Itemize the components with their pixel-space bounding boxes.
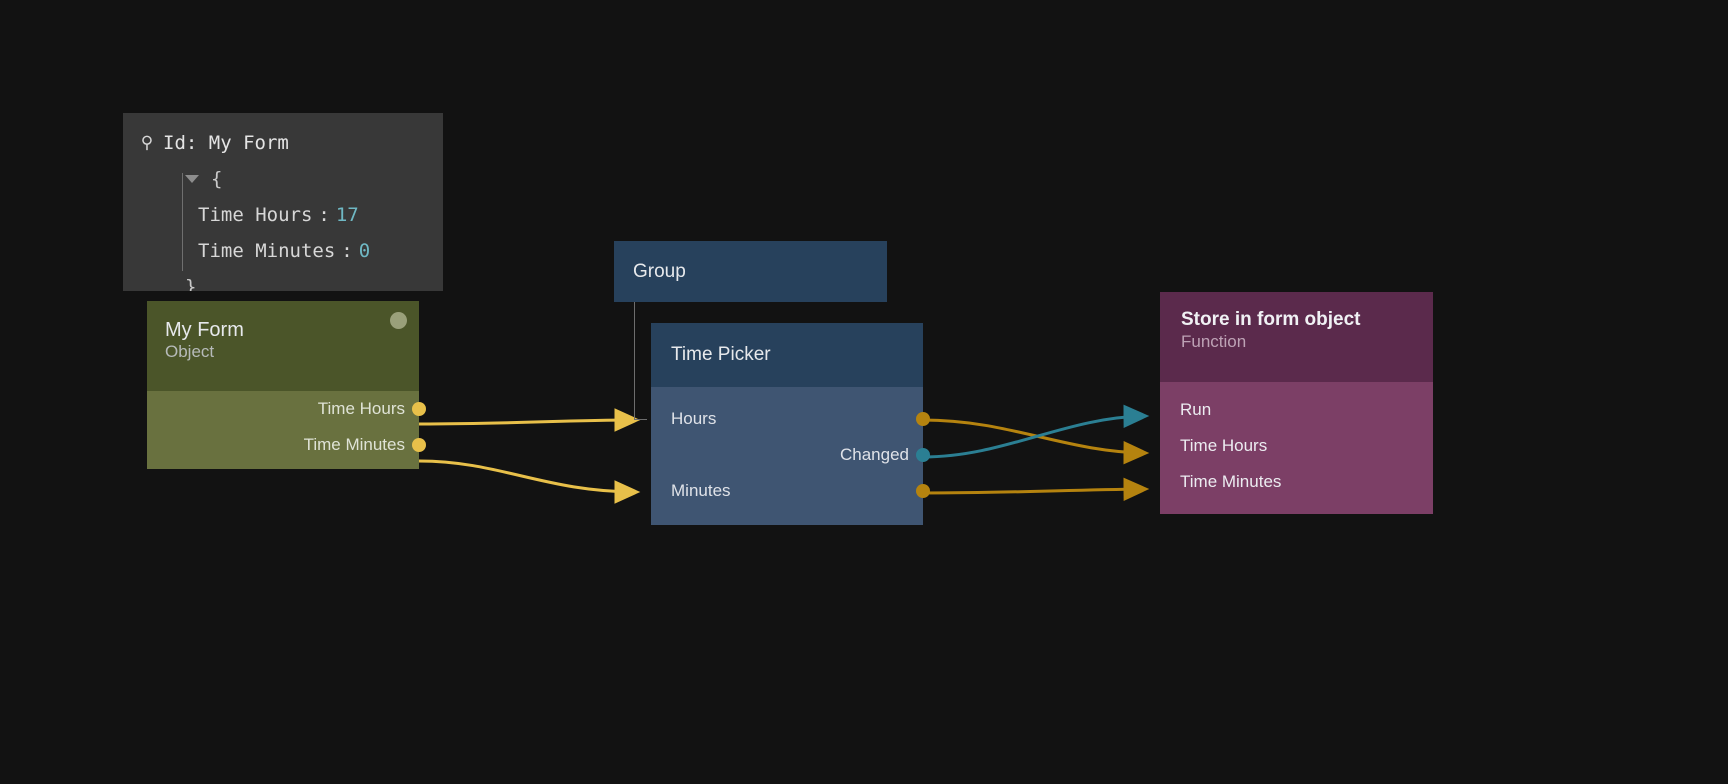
edge-minutesout-to-storetimeminutes — [922, 477, 1150, 501]
tree-guide-line — [182, 173, 183, 271]
node-group-title: Group — [633, 260, 686, 282]
inspector-id-label: Id: My Form — [163, 132, 289, 154]
output-port-row-time-hours[interactable]: Time Hours — [147, 391, 426, 427]
inspector-close-brace-line: } — [123, 269, 443, 291]
chevron-down-icon[interactable] — [185, 175, 199, 183]
node-store-title: Store in form object — [1181, 309, 1361, 330]
input-port-row-time-hours[interactable]: Time Hours — [1160, 428, 1433, 464]
inspector-open-brace-line[interactable]: { — [123, 161, 443, 197]
edge-timeminutes-to-minutes — [418, 459, 641, 504]
inspector-entry-row: Time Hours : 17 — [123, 197, 443, 233]
status-indicator-dot[interactable] — [390, 312, 407, 329]
inspector-entry-key: Time Minutes — [198, 240, 336, 262]
node-store-body: Run Time Hours Time Minutes — [1160, 382, 1433, 514]
inspector-close-brace: } — [185, 276, 197, 291]
output-port-label: Changed — [839, 445, 909, 464]
node-time-picker-body: Hours Changed Minutes — [651, 387, 930, 525]
node-time-picker-header[interactable]: Time Picker — [651, 323, 923, 387]
group-connector-stem — [634, 302, 635, 420]
inspector-entry-value: 0 — [358, 240, 371, 262]
node-time-picker[interactable]: Time Picker Hours Changed Minutes — [651, 323, 930, 525]
input-port-label: Time Minutes — [1180, 472, 1282, 491]
output-port-row-time-minutes[interactable]: Time Minutes — [147, 427, 426, 463]
node-my-form-header[interactable]: My Form Object — [147, 301, 419, 391]
node-store-in-form-object[interactable]: Store in form object Function Run Time H… — [1160, 292, 1433, 514]
input-port-row-time-minutes[interactable]: Time Minutes — [1160, 464, 1433, 500]
node-store-header[interactable]: Store in form object Function — [1160, 292, 1433, 382]
pin-icon[interactable]: ⚲ — [140, 133, 154, 153]
inspector-entry-separator: : — [341, 240, 353, 262]
output-port-label: Time Minutes — [303, 435, 405, 454]
input-port-row-hours[interactable]: Hours — [651, 401, 930, 437]
pinned-value-inspector[interactable]: ⚲ Id: My Form { Time Hours : 17 Time Min… — [123, 113, 443, 291]
node-my-form-title: My Form — [165, 319, 244, 341]
edge-hoursout-to-storetimehours — [922, 418, 1150, 465]
inspector-entry-row: Time Minutes : 0 — [123, 233, 443, 269]
input-port-row-run[interactable]: Run — [1160, 392, 1433, 428]
output-port-dot-hours[interactable] — [916, 412, 930, 426]
inspector-id-line: ⚲ Id: My Form — [123, 125, 443, 161]
edge-changed-to-run — [922, 404, 1150, 459]
input-port-label: Minutes — [671, 481, 731, 500]
inspector-entry-separator: : — [318, 204, 330, 226]
node-time-picker-title: Time Picker — [671, 344, 771, 365]
output-port-row-changed[interactable]: Changed — [651, 437, 930, 473]
input-port-row-minutes[interactable]: Minutes — [651, 473, 930, 509]
node-my-form-body: Time Hours Time Minutes — [147, 391, 426, 469]
inspector-entry-value: 17 — [335, 204, 359, 226]
input-port-label: Time Hours — [1180, 436, 1268, 455]
node-store-subtitle: Function — [1181, 332, 1247, 351]
output-port-dot-minutes[interactable] — [916, 484, 930, 498]
inspector-open-brace: { — [211, 168, 223, 190]
node-my-form[interactable]: My Form Object Time Hours Time Minutes — [147, 301, 426, 469]
node-my-form-subtitle: Object — [165, 342, 215, 361]
inspector-entry-key: Time Hours — [198, 204, 313, 226]
output-port-dot-time-minutes[interactable] — [412, 438, 426, 452]
group-connector-stem-foot — [634, 419, 647, 420]
input-port-label: Run — [1180, 400, 1212, 419]
edge-timehours-to-hours — [418, 408, 641, 432]
output-port-dot-time-hours[interactable] — [412, 402, 426, 416]
output-port-dot-changed[interactable] — [916, 448, 930, 462]
node-group[interactable]: Group — [614, 241, 887, 302]
output-port-label: Time Hours — [317, 399, 405, 418]
input-port-label: Hours — [671, 409, 717, 428]
node-group-header[interactable]: Group — [614, 241, 887, 302]
